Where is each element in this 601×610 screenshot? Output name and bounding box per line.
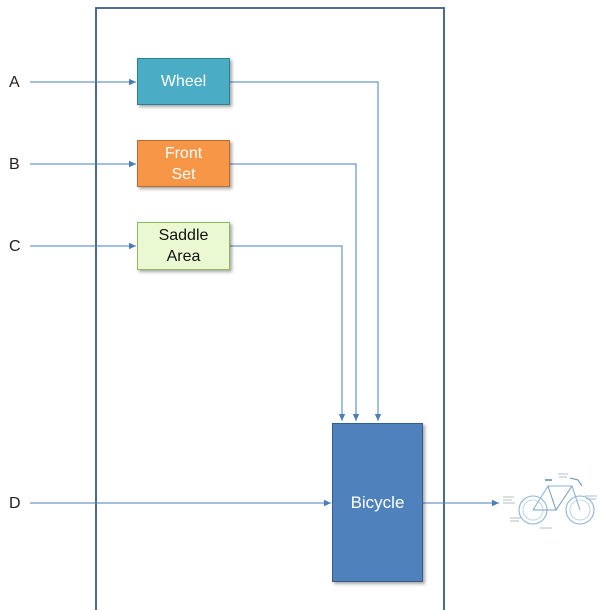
connector-saddle-area-to-bicycle: [230, 245, 346, 421]
saddle-area-label-line2: Area: [166, 248, 201, 265]
front-set-label-line2: Set: [171, 165, 196, 183]
saddle-area-box: Saddle Area: [137, 222, 230, 270]
bicycle-blueprint-icon: [503, 473, 597, 529]
input-label-c: C: [9, 238, 21, 255]
front-set-label-line1: Front: [164, 144, 203, 162]
bicycle-box: Bicycle: [332, 423, 423, 582]
container-frame: [95, 7, 445, 610]
connector-wheel-to-bicycle: [230, 81, 382, 421]
input-label-d: D: [9, 495, 21, 512]
saddle-area-label-line1: Saddle: [158, 227, 209, 244]
connector-front-set-to-bicycle: [230, 163, 360, 421]
wheel-label: Wheel: [160, 73, 207, 90]
front-set-box: Front Set: [137, 140, 230, 187]
input-label-b: B: [9, 156, 20, 173]
bicycle-label: Bicycle: [350, 493, 405, 512]
wheel-box: Wheel: [137, 58, 230, 105]
input-label-a: A: [9, 74, 20, 91]
